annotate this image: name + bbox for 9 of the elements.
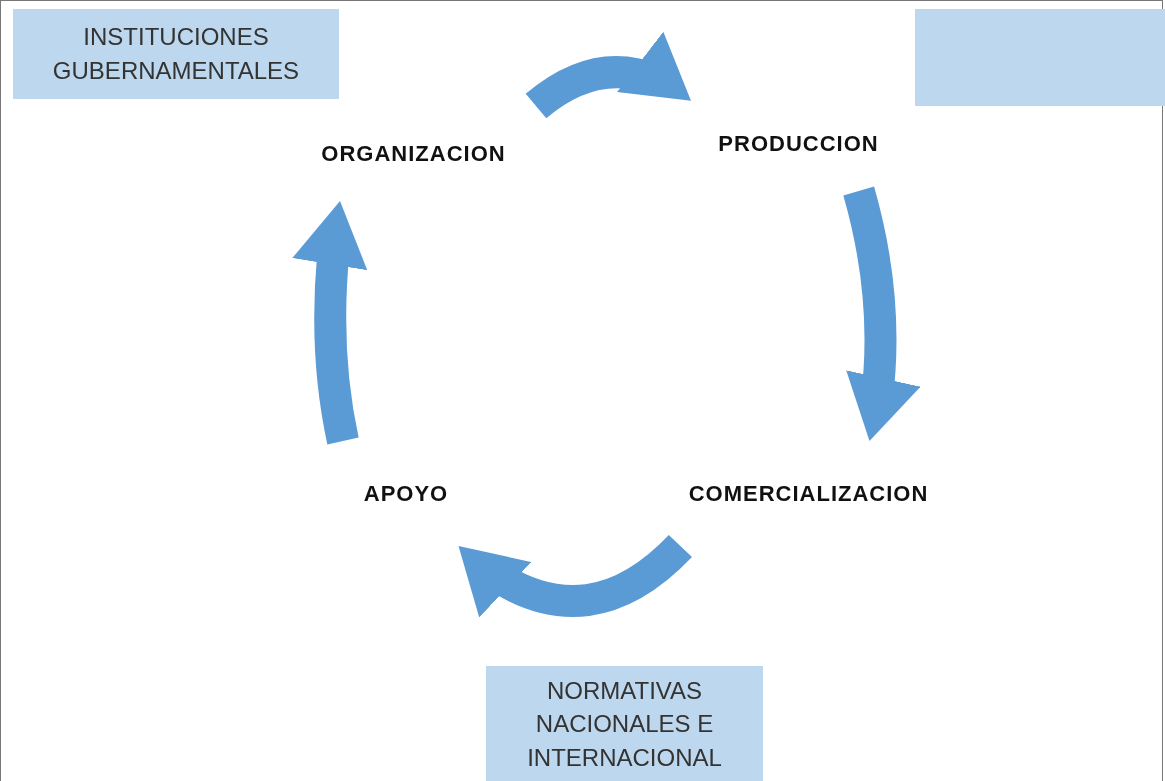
box-label: INSTITUCIONES GUBERNAMENTALES <box>51 22 301 86</box>
box-label: NORMATIVAS NACIONALES E INTERNACIONAL <box>526 675 723 773</box>
stage-label: APOYO <box>363 480 449 507</box>
stage-label: ORGANIZACION <box>321 140 506 167</box>
empty-box <box>915 9 1165 106</box>
label-box <box>486 666 763 781</box>
stage-label: PRODUCCION <box>718 130 879 157</box>
label-box <box>13 9 339 99</box>
stage-label: COMERCIALIZACION <box>688 480 929 507</box>
